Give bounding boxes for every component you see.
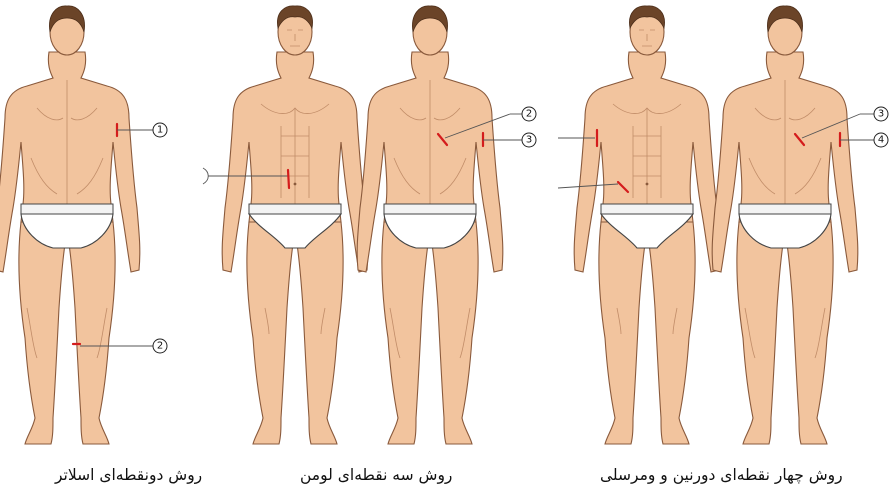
lohman-label-2: 2 [526, 109, 532, 120]
lohman-front-callout-bracket [203, 168, 208, 184]
caption-lohman: روش سه نقطه‌ای لومن [300, 466, 452, 484]
caption-slater: روش دونقطه‌ای اسلاتر [55, 466, 202, 484]
slater-back-figure [0, 6, 140, 444]
durnin-label-3: 3 [878, 109, 884, 120]
caption-durnin: روش چهار نقطه‌ای دورنین و ومرسلی [600, 466, 843, 484]
durnin-label-4: 4 [878, 135, 884, 146]
lohman-abdominal-marker [288, 170, 289, 188]
lohman-label-3: 3 [526, 135, 532, 146]
slater-label-1: 1 [157, 125, 163, 136]
lohman-back-figure [357, 6, 503, 444]
durnin-back-figure [712, 6, 858, 444]
slater-label-2: 2 [157, 341, 163, 352]
durnin-front-figure [574, 6, 720, 444]
lohman-front-figure [222, 6, 368, 444]
